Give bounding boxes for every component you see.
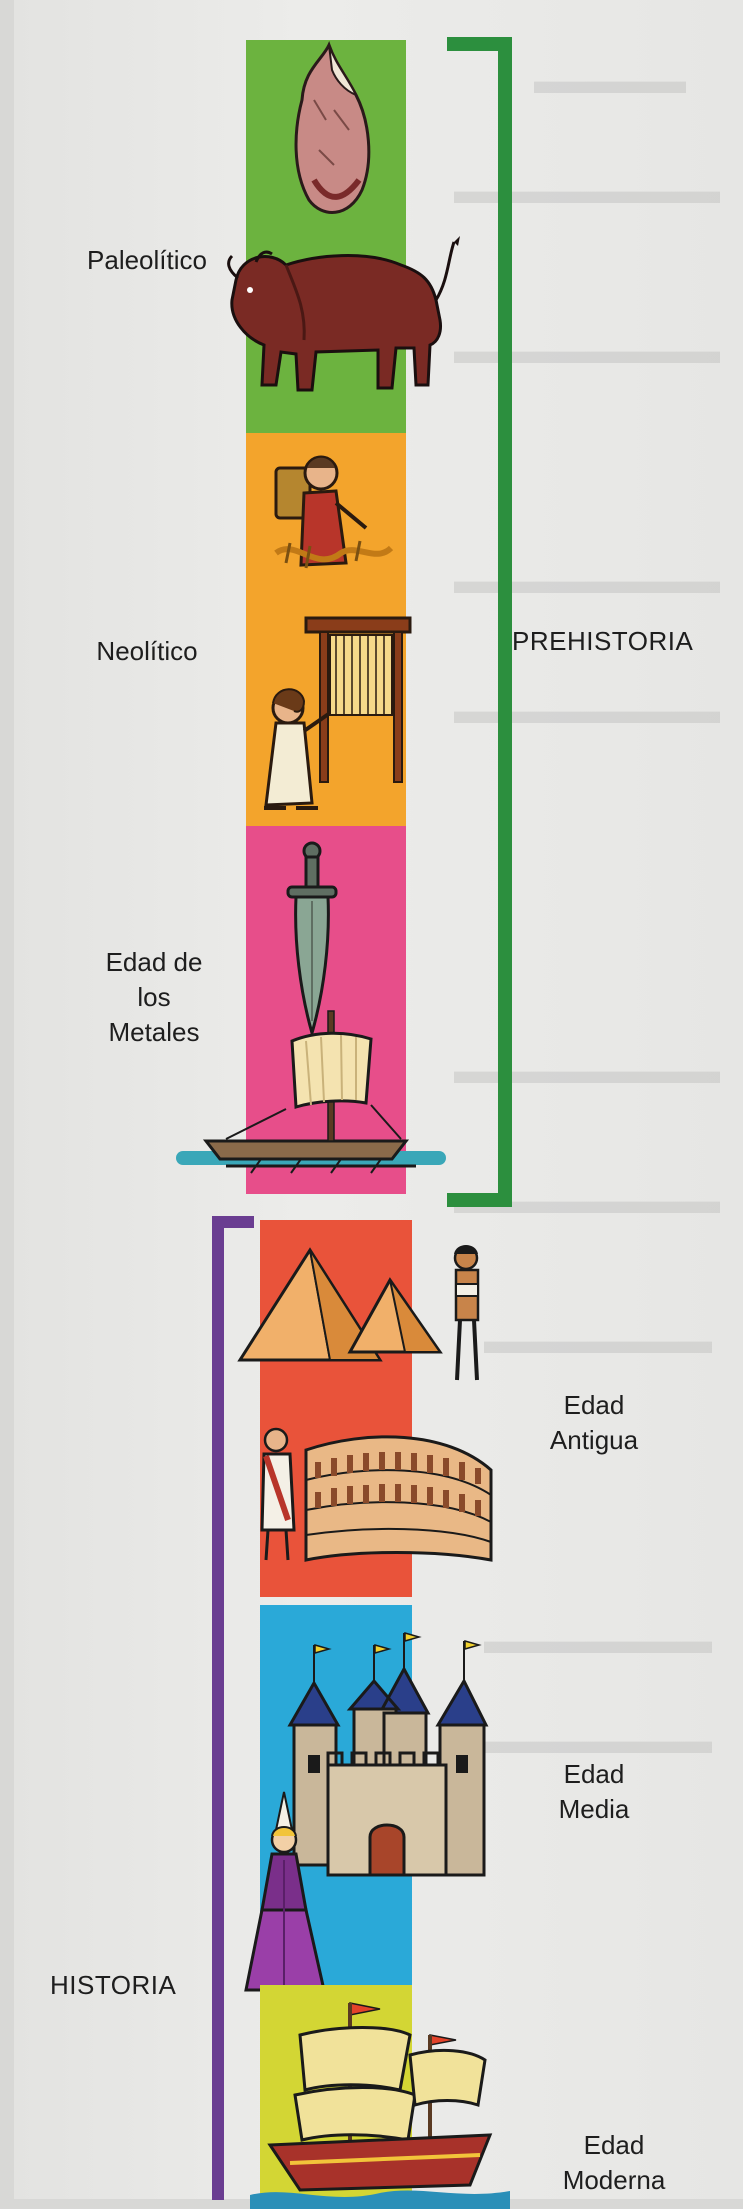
farmer-icon <box>256 443 396 593</box>
period-edad-moderna <box>260 1985 412 2199</box>
bison-icon <box>216 220 456 410</box>
period-paleolitico <box>246 40 406 433</box>
bleed-through-text: ▬▬▬▬▬▬ <box>484 1320 712 1363</box>
period-label-edad-antigua: Edad Antigua <box>524 1388 664 1458</box>
period-edad-media <box>260 1605 412 1988</box>
pyramids-icon <box>240 1240 500 1390</box>
period-label-paleolitico: Paleolítico <box>62 243 232 278</box>
bleed-through-text: ▬▬▬▬ <box>534 60 686 103</box>
era-label-historia: HISTORIA <box>50 1970 176 2001</box>
period-edad-antigua <box>260 1220 412 1597</box>
era-label-prehistoria: PREHISTORIA <box>512 626 693 657</box>
prehistoria-bracket <box>439 30 519 1210</box>
weaver-icon <box>246 613 416 823</box>
stone-tool-icon <box>274 40 384 220</box>
historia-bracket <box>204 1210 264 2200</box>
period-neolitico <box>246 433 406 826</box>
galleon-icon <box>250 1995 510 2209</box>
colosseum-icon <box>246 1410 516 1590</box>
period-label-edad-de-los-metales: Edad de los Metales <box>69 945 239 1050</box>
period-edad-de-los-metales <box>246 826 406 1194</box>
textbook-page: ▬▬▬▬ ▬▬▬▬▬▬▬ ▬▬▬▬▬▬▬ ▬▬▬▬▬▬▬ ▬▬▬▬▬▬▬ ▬▬▬… <box>14 0 743 2199</box>
period-label-neolitico: Neolítico <box>62 634 232 669</box>
period-label-edad-moderna: Edad Moderna <box>544 2128 684 2198</box>
period-label-edad-media: Edad Media <box>524 1757 664 1827</box>
bleed-through-text: ▬▬▬▬▬▬ <box>484 1620 712 1663</box>
